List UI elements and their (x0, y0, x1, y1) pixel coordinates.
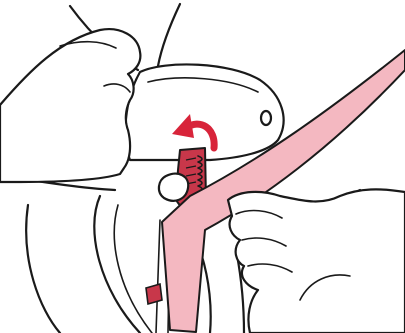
harness-adjuster-housing (125, 64, 283, 160)
lower-hand (228, 189, 405, 333)
seat-shell-outer-curve (94, 196, 140, 333)
buckle-strap-left-edge (156, 220, 160, 333)
seat-shell-left-curve (26, 205, 60, 333)
upper-hand-palm (0, 29, 140, 182)
upper-hand-thumb (159, 174, 188, 201)
strap-end-tab (146, 284, 162, 304)
adjuster-rivet (261, 111, 271, 125)
seat-shell-inner-curve (114, 205, 152, 333)
seat-frame-line-top (158, 4, 180, 66)
